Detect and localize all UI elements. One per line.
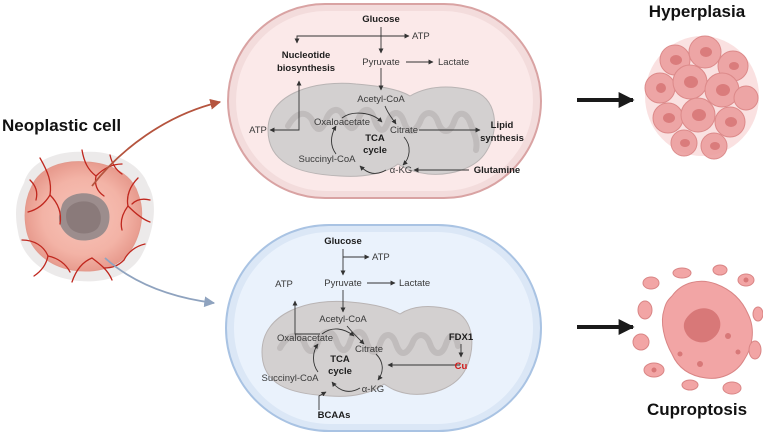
bottom-citrate-label: Citrate — [355, 344, 383, 355]
bottom-lactate-label: Lactate — [399, 278, 430, 289]
top-tca-label-line2: cycle — [363, 145, 387, 156]
hyperplasia-label: Hyperplasia — [649, 2, 746, 21]
hyperplasia-cell-cluster — [644, 35, 759, 160]
top-lactate-label: Lactate — [438, 57, 469, 68]
top-lipid-label-line1: Lipid — [491, 120, 514, 131]
top-akg-label: α-KG — [390, 165, 412, 176]
cuproptosis-label: Cuproptosis — [647, 400, 747, 419]
bottom-succinyl-coa-label: Succinyl-CoA — [261, 373, 319, 384]
bottom-cell: Glucose ATP ATP Pyruvate Lactate Acetyl-… — [225, 224, 542, 432]
arrow-to-top-cell — [91, 98, 222, 187]
bottom-glucose-label: Glucose — [324, 236, 362, 247]
arrow-to-bottom-cell — [104, 257, 216, 308]
top-atp-label: ATP — [412, 31, 430, 42]
top-pathway-labels: Glucose ATP Nucleotide biosynthesis Pyru… — [249, 14, 524, 176]
bottom-tca-label-line2: cycle — [328, 366, 352, 377]
top-mitochondrion — [267, 82, 495, 177]
bottom-pathway-arrows — [292, 249, 464, 410]
top-citrate-label: Citrate — [390, 125, 418, 136]
bottom-akg-label: α-KG — [362, 384, 384, 395]
top-glutamine-label: Glutamine — [474, 165, 520, 176]
cuproptosis-fragments — [632, 264, 763, 395]
bottom-acetyl-coa-label: Acetyl-CoA — [319, 314, 367, 325]
bottom-atp-left-label: ATP — [275, 279, 293, 290]
bottom-tca-label-line1: TCA — [330, 354, 350, 365]
bottom-pathway-labels: Glucose ATP ATP Pyruvate Lactate Acetyl-… — [261, 236, 473, 421]
top-acetyl-coa-label: Acetyl-CoA — [357, 94, 405, 105]
top-pyruvate-label: Pyruvate — [362, 57, 400, 68]
neoplastic-cell-label: Neoplastic cell — [2, 116, 121, 135]
top-atp-left-label: ATP — [249, 125, 267, 136]
top-pathway-arrows — [269, 27, 481, 174]
top-glucose-label: Glucose — [362, 14, 400, 25]
bottom-bcaas-label: BCAAs — [318, 410, 351, 421]
top-nucleotide-label-line1: Nucleotide — [282, 50, 331, 61]
bottom-fdx1-label: FDX1 — [449, 332, 474, 343]
bottom-pyruvate-label: Pyruvate — [324, 278, 362, 289]
top-nucleotide-label-line2: biosynthesis — [277, 63, 335, 74]
bottom-oxaloacetate-label: Oxaloacetate — [277, 333, 333, 344]
neoplastic-cell-illustration — [16, 149, 154, 283]
bottom-copper-label: Cu — [455, 361, 468, 372]
top-tca-label-line1: TCA — [365, 133, 385, 144]
bottom-atp-label: ATP — [372, 252, 390, 263]
top-oxaloacetate-label: Oxaloacetate — [314, 117, 370, 128]
top-succinyl-coa-label: Succinyl-CoA — [298, 154, 356, 165]
top-cell: Glucose ATP Nucleotide biosynthesis Pyru… — [227, 3, 542, 199]
top-lipid-label-line2: synthesis — [480, 133, 524, 144]
